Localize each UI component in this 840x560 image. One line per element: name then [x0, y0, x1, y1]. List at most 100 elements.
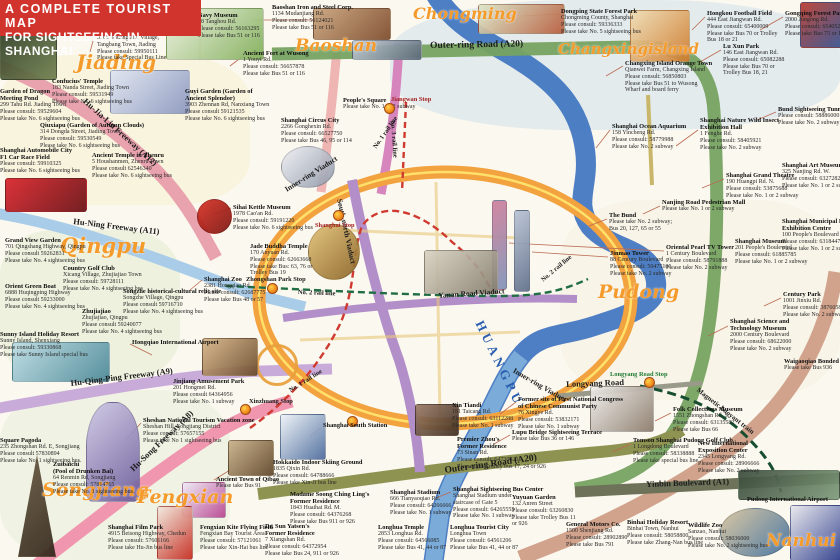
poi-detail: Please take No. 6 sightseeing bus — [0, 115, 80, 122]
poi-detail: 314 Dongda Street, Jiading Town. — [40, 129, 122, 136]
racer-photo — [790, 505, 840, 560]
beach-resort-photo — [720, 508, 790, 557]
poi-detail: Please consult: 65405248 — [785, 23, 840, 30]
poi-detail: 76 Xingye Rd. — [518, 410, 554, 417]
poi-detail: Bus 18 or 21 — [707, 37, 738, 44]
poi-detail: Please take No. 2 subway — [610, 270, 672, 277]
poi-detail: 4915 Beisong Highway, Chedun — [108, 531, 186, 538]
poi-detail: Please consult 59716710 — [123, 301, 183, 308]
poi-detail: Please consult: 53832171 — [518, 417, 580, 424]
poi-detail: Please consult 59262831 — [5, 250, 65, 257]
rail-line-3 — [400, 101, 408, 193]
poi-title: Lu Xun Park — [723, 43, 760, 50]
poi-title: Zuibaichi — [53, 461, 80, 468]
poi-title: Jade Buddha Temple — [250, 243, 308, 250]
poi-title: Pudong International Airport — [747, 496, 828, 503]
poi-title: Hongqiao International Airport — [132, 339, 219, 346]
poi-detail: Please consult: 64561206 — [450, 537, 512, 544]
poi-detail: 2345 Longyang Rd. — [698, 454, 746, 461]
poi-detail: 1 Youyi Rd. — [243, 57, 272, 64]
road-outer-ring-a20-south — [257, 424, 686, 500]
poi-detail: Please take Bus 70 or Trolley — [707, 30, 778, 37]
stop-dot-jiangwan-stop — [384, 103, 395, 114]
poi-detail: Please take Bus 936 — [784, 365, 833, 372]
poi-title: Oriental Pearl TV Tower — [666, 244, 735, 251]
poi-detail: Please take No. 6 sightseeing bus — [92, 172, 172, 179]
stop-label-shanghai-stop: Shanghai Stop — [315, 222, 355, 229]
poi-detail: Please consult: 63184477 — [782, 239, 840, 246]
poi-detail: Please take No. 4 sightseeing bus — [63, 285, 143, 292]
poi-detail: Binhai Town, Nanhui — [627, 526, 679, 533]
poi-detail: Please consult: 64788666 — [273, 472, 335, 479]
poi-detail: 1134 Mudanjiang Rd. — [272, 11, 325, 18]
poi-detail: 1 Century Boulevard — [666, 251, 717, 258]
poi-detail: Please take special bus line — [633, 457, 699, 464]
poi-detail: Please take No. 6 sightseeing bus — [52, 98, 132, 105]
stop-label-longyang-road-stop: Longyang Road Stop — [610, 371, 668, 378]
poi-detail: 1835 Qixin Rd. — [273, 466, 311, 473]
poi-title: Jinjiang Amusement Park — [173, 378, 245, 385]
poi-detail: 1 Fenghe Rd. — [700, 131, 733, 138]
poi-detail: Please take No. 2 subway; — [609, 219, 673, 226]
poi-title: Shanghai Museum — [735, 238, 786, 245]
poi-detail: Please consult: 53875688 — [726, 185, 788, 192]
poi-title: Country Golf Club — [63, 265, 115, 272]
poi-detail: Sunny Island, Shenxiang — [0, 338, 60, 345]
poi-detail: Please consult: 59910325 — [0, 161, 62, 168]
poi-detail: 1978 Cao'an Rd. — [233, 211, 273, 218]
poi-detail: Please take Bus: 63, 76 or — [250, 263, 313, 270]
poi-detail: Please consult: 59530549 — [40, 135, 102, 142]
road-outer-ring-a20 — [271, 40, 724, 496]
poi-title: Shanghai Sightseeing Bus Center — [453, 486, 544, 493]
poi-detail: Please consult: 64730420 — [457, 457, 519, 464]
poi-detail: Please take Bus 41, 44 or 87 — [450, 544, 519, 551]
poi-zuibaichi: Zuibaichi(Pool of Drunken Bai)64 Renmin … — [53, 461, 135, 496]
poi-detail: Please take No. 1 subway — [452, 422, 514, 429]
poi-detail: 88 Century Boulevard — [610, 257, 664, 264]
poi-detail: Please consult: 56657878 — [243, 63, 305, 70]
poi-detail: Please consult: 59191220 — [233, 217, 295, 224]
poi-title: Lupu Bridge Sightseeing Terrace — [512, 429, 603, 436]
poi-detail: Please consult: 59728111 — [63, 278, 124, 285]
poi-title: Ancient Temple in Zhenru — [92, 152, 164, 159]
poi-detail: 64 Renmin Rd, Songjiang — [53, 475, 116, 482]
poi-detail: Please consult: 63135582 — [673, 419, 735, 426]
poi-title: Binhai Holiday Resort — [627, 519, 689, 526]
poi-title: Grand View Garden — [5, 237, 61, 244]
poi-title: Longhua Tourist City — [450, 524, 509, 531]
red-car-photo — [5, 178, 87, 212]
poi-detail: 701 Qingshang Highway, Qingpu — [5, 244, 86, 251]
poi-detail: Please consult: 66527750 — [281, 130, 343, 137]
poi-detail: Please take No. 6 sightseeing bus — [40, 142, 120, 149]
poi-detail: Please consult 59233000 — [5, 296, 65, 303]
poi-title: Waigaoqiao Bonded Zone — [784, 358, 840, 365]
poi-detail: 170 Anyuan Rd. — [250, 250, 290, 257]
poi-title: Changxing Island Orange Town — [625, 60, 713, 67]
poi-title: Premier Zhou's — [457, 436, 500, 443]
poi-title: The Bund — [609, 212, 637, 219]
poi-detail: Please take No. 1 subway — [390, 509, 452, 516]
poi-title: Garden of Dragon — [0, 88, 51, 95]
poi-detail: Please consult: 63112288 — [452, 415, 514, 422]
poi-detail: Please consult: 65400009 — [707, 23, 769, 30]
poi-detail: 73 Sinan Rd. — [457, 450, 489, 457]
ferris-wheel — [256, 344, 298, 386]
road-hu-song-freeway — [32, 394, 294, 560]
poi-detail: Please take No. 4 sightseeing bus — [123, 308, 203, 315]
